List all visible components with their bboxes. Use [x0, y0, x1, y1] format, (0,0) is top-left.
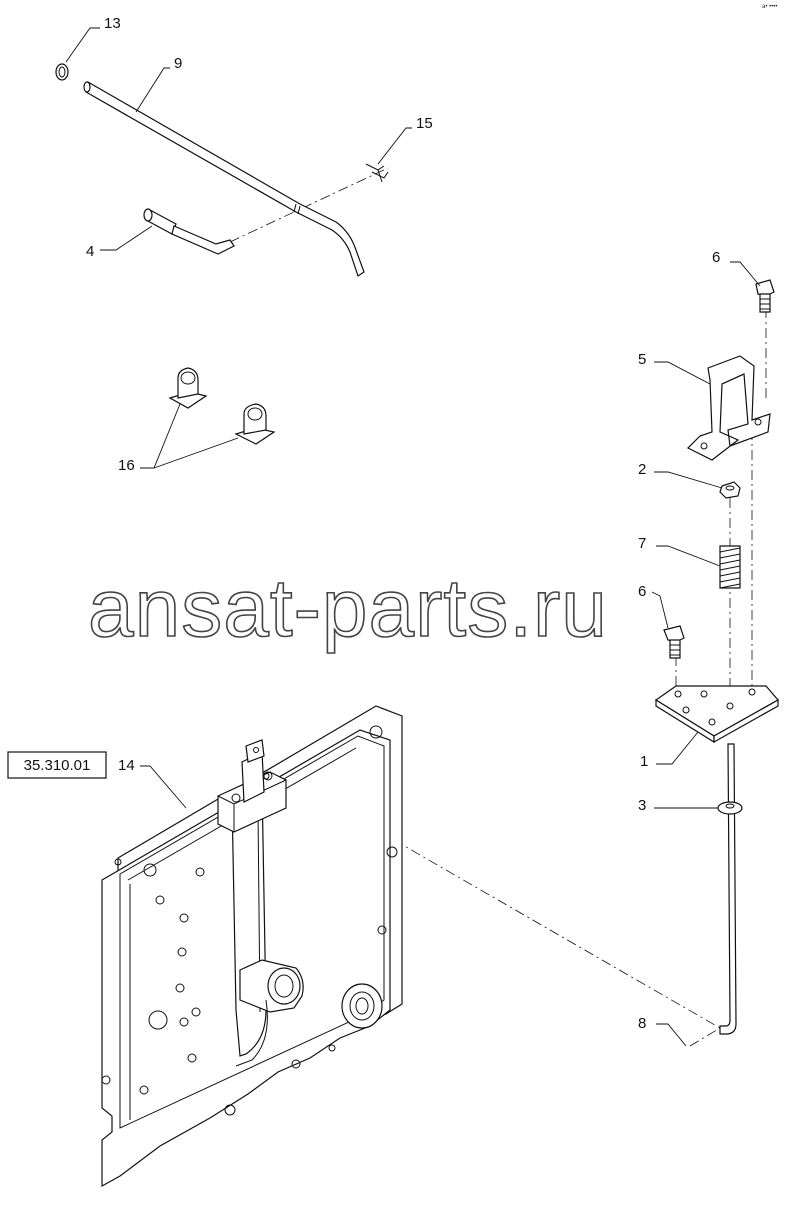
- clamp-part-16-upper: [168, 367, 208, 409]
- spring-part-7: [719, 545, 741, 589]
- bolt-part-6-lower: [663, 625, 685, 659]
- callout-13: 13: [104, 15, 121, 32]
- callout-16: 16: [118, 457, 135, 474]
- callout-14: 14: [118, 757, 135, 774]
- grommet-part-3: [717, 801, 743, 815]
- rod-part-8: [719, 743, 737, 1035]
- callout-6-top: 6: [712, 249, 720, 266]
- callout-leaders: [65, 27, 761, 1047]
- callout-2: 2: [638, 461, 646, 478]
- callout-9: 9: [174, 55, 182, 72]
- callout-3: 3: [638, 797, 646, 814]
- callout-1: 1: [640, 753, 648, 770]
- callout-4: 4: [86, 243, 94, 260]
- plate-part-1: [654, 685, 779, 744]
- reference-label[interactable]: 35.310.01: [24, 757, 91, 774]
- callout-8: 8: [638, 1015, 646, 1032]
- reference-box: [7, 751, 107, 779]
- lever-part-4: [143, 208, 235, 255]
- clip-part-15: [365, 163, 389, 183]
- bolt-part-6-top: [755, 279, 775, 313]
- callout-15: 15: [416, 115, 433, 132]
- bracket-part-5: [686, 355, 771, 461]
- snap-ring-part-13: [55, 63, 69, 81]
- callout-5: 5: [638, 351, 646, 368]
- rod-part-9: [83, 81, 365, 277]
- plate-assembly-part-14: [101, 705, 403, 1188]
- nut-part-2: [719, 481, 741, 499]
- corner-mark: a• ••••: [762, 4, 778, 10]
- callout-7: 7: [638, 535, 646, 552]
- watermark-text: ansat-parts.ru: [88, 563, 608, 654]
- callout-6-lower: 6: [638, 583, 646, 600]
- clamp-part-16-lower: [234, 403, 276, 445]
